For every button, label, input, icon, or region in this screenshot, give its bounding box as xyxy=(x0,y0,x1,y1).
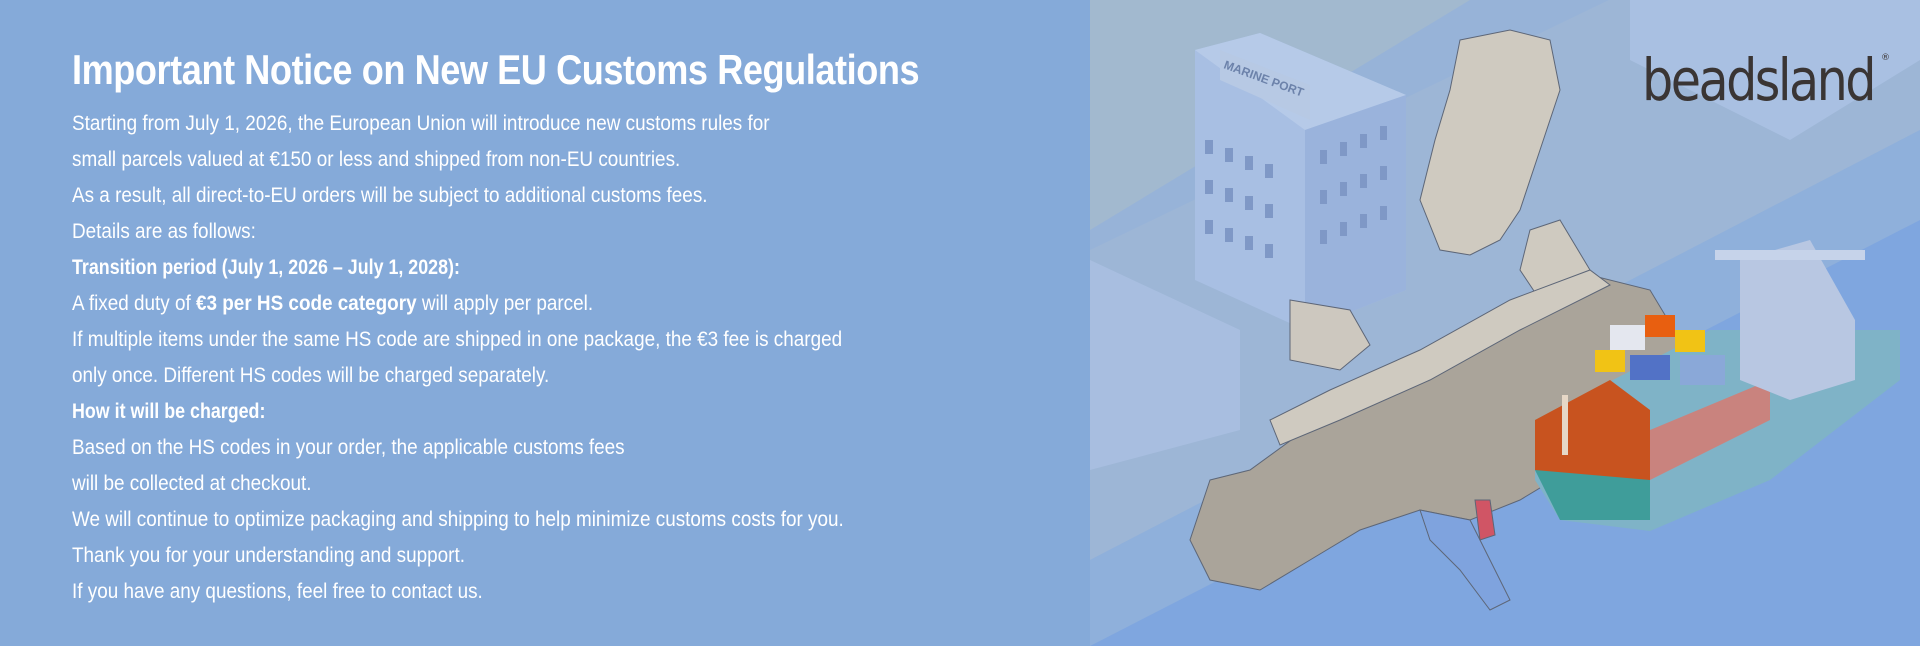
notice-line: Based on the HS codes in your order, the… xyxy=(72,436,625,459)
marine-port-building: MARINE PORT xyxy=(1195,33,1406,330)
notice-line: will be collected at checkout. xyxy=(72,472,312,495)
notice-line: small parcels valued at €150 or less and… xyxy=(72,148,681,171)
registered-mark: ® xyxy=(1881,53,1890,63)
ship-mast xyxy=(1562,395,1568,455)
notice-line: If you have any questions, feel free to … xyxy=(72,580,483,603)
notice-body: Starting from July 1, 2026, the European… xyxy=(72,106,930,610)
notice-line: As a result, all direct-to-EU orders wil… xyxy=(72,184,708,207)
fixed-duty-post: will apply per parcel. xyxy=(416,292,594,315)
transition-period-heading: Transition period (July 1, 2026 – July 1… xyxy=(72,256,460,279)
notice-title: Important Notice on New EU Customs Regul… xyxy=(72,46,920,93)
fixed-duty-pre: A fixed duty of xyxy=(72,292,196,315)
notice-line: Thank you for your understanding and sup… xyxy=(72,544,465,567)
scandinavia xyxy=(1419,29,1561,256)
warehouse xyxy=(1090,260,1240,470)
notice-line: only once. Different HS codes will be ch… xyxy=(72,364,550,387)
notice-line: Details are as follows: xyxy=(72,220,256,243)
fixed-duty-highlight: €3 per HS code category xyxy=(195,292,417,315)
notice-panel: Important Notice on New EU Customs Regul… xyxy=(72,46,930,610)
cargo-ship xyxy=(1535,240,1900,531)
britain xyxy=(1289,299,1371,371)
beadsland-logo: beadsland ® xyxy=(1642,46,1890,114)
port-europe-illustration: MARINE PORT beadsland ® xyxy=(1090,0,1920,646)
warehouse xyxy=(1630,0,1920,140)
notice-line-fixed-duty: A fixed duty of €3 per HS code category … xyxy=(72,286,844,322)
notice-line: If multiple items under the same HS code… xyxy=(72,328,843,351)
ship-bridge xyxy=(1740,240,1855,400)
italy xyxy=(1419,509,1511,611)
notice-line: We will continue to optimize packaging a… xyxy=(72,508,844,531)
logo-wordmark: beadsland xyxy=(1642,46,1874,114)
notice-line: Starting from July 1, 2026, the European… xyxy=(72,112,770,135)
how-charged-heading: How it will be charged: xyxy=(72,400,266,423)
europe-map xyxy=(1189,29,1681,611)
